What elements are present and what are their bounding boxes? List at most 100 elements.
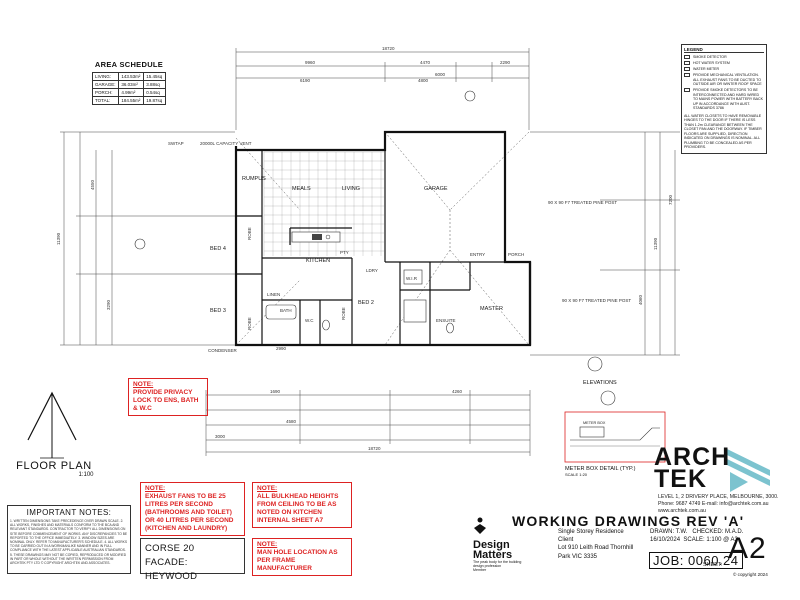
company-address: LEVEL 1, 2 DRIVERY PLACE, MELBOURNE, 300… (658, 494, 779, 500)
dim-top-c: 2290 (500, 60, 511, 65)
floor-plan-scale: 1:100 (78, 472, 94, 478)
label-post-1: 90 X 90 F7 TREATED PINE POST (548, 200, 617, 205)
area-cell-m2: 184.55m² (118, 96, 145, 105)
room-bed3: BED 3 (210, 308, 226, 314)
legend-title: LEGEND (684, 47, 764, 53)
area-cell-m2: 36.03m² (118, 80, 145, 89)
elevation-markers (134, 90, 616, 406)
note-privacy-lock: NOTE: PROVIDE PRIVACY LOCK TO ENS, BATH … (128, 378, 208, 416)
floor-plan-title: FLOOR PLAN 1:100 (6, 460, 102, 478)
drawing-status: WORKING DRAWINGS REV 'A' (512, 513, 745, 529)
area-schedule-title: AREA SCHEDULE (94, 60, 164, 69)
dim-3000: 3000 (215, 434, 226, 439)
legend: LEGEND SMOKE DETECTOR HOT WATER SYSTEM W… (681, 44, 767, 154)
company-website: www.archtek.com.au (658, 508, 706, 514)
project-type: Single Storey Residence (558, 529, 624, 535)
design-matters-logo-icon (474, 517, 486, 534)
area-cell-name: PORCH: (91, 88, 120, 97)
room-robe-2: ROBE (247, 317, 252, 330)
water-meter-icon (684, 67, 690, 71)
north-arrow-icon (27, 391, 77, 459)
sheet-number: A2 (728, 532, 767, 565)
design-name: CORSE 20 (145, 543, 195, 554)
drawing-date: 16/10/2024 (650, 537, 681, 544)
legend-item: PROVIDE MECHANICAL VENTILATION. ALL EXHA… (684, 73, 764, 87)
legend-item: SMOKE DETECTOR (684, 55, 764, 60)
sheet-label: SHEET: (703, 562, 723, 568)
area-cell-sq: 19.87sq (143, 96, 166, 105)
meter-box-sketch: METER BOX (564, 411, 666, 463)
company-contact: Phone: 9687 4749 E-mail: info@archtek.co… (658, 501, 769, 507)
dim-left-total: 11390 (56, 232, 61, 245)
elevations-label: ELEVATIONS (583, 380, 617, 386)
copyright: © copyright 2024 (733, 572, 768, 577)
dim-overall-bottom: 18720 (368, 446, 381, 451)
project-lot: Lot 910 Leith Road Thornhill (558, 545, 634, 552)
dim-garage-opening: 4800 (418, 78, 429, 83)
exhaust-fan-icon (684, 73, 690, 77)
room-wir: W.I.R (406, 276, 418, 281)
dim-overall-top: 18720 (382, 46, 395, 51)
room-living: LIVING (342, 186, 360, 192)
checked-by: CHECKED: M.A.D. (692, 529, 744, 535)
label-capacity-vent: 20000L CAPACITY VENT (200, 141, 252, 146)
meter-box-caption: METER BOX DETAIL (TYP.) SCALE 1:20 (565, 466, 635, 477)
room-rumpus: RUMPUS (242, 176, 266, 182)
bottom-dimension-chain: 18720 1690 4260 3000 4580 2990 (205, 346, 531, 456)
left-dimension-chain: 11390 4550 3290 (56, 131, 235, 346)
dim-garage-w: 6000 (435, 72, 446, 77)
note-bulkhead: NOTE: ALL BULKHEAD HEIGHTS FROM CEILING … (252, 482, 352, 528)
area-cell-m2: 143.53m² (118, 72, 145, 81)
room-robe-3: ROBE (341, 307, 346, 320)
drawing-scale: SCALE: 1:100 @ A3 (683, 537, 738, 544)
area-cell-sq: 0.54sq (143, 88, 166, 97)
internal-walls (236, 150, 530, 345)
area-cell-sq: 15.45sq (143, 72, 166, 81)
room-entry: ENTRY (470, 252, 485, 257)
important-notes: IMPORTANT NOTES: 1. WRITTEN DIMENSIONS T… (7, 505, 131, 574)
important-notes-body: 1. WRITTEN DIMENSIONS TAKE PRECEDENCE OV… (10, 519, 128, 566)
smoke-alarm-icon (684, 88, 690, 92)
note-exhaust-fans: NOTE: EXHAUST FANS TO BE 25 LITRES PER S… (140, 482, 245, 536)
area-cell-name: LIVING: (91, 72, 120, 81)
room-garage: GARAGE (424, 186, 448, 192)
dim-4550-left: 4550 (90, 179, 95, 190)
wet-area-fixtures (265, 269, 454, 334)
room-porch: PORCH (508, 252, 524, 257)
room-ldry: LDRY (366, 268, 378, 273)
project-client: Client (558, 537, 574, 544)
room-kitchen: KITCHEN (306, 258, 330, 264)
meter-box-scale: SCALE 1:20 (565, 472, 588, 477)
room-ensuite: ENSUITE (436, 318, 456, 323)
floor-plan-label: FLOOR PLAN (16, 460, 92, 472)
legend-item: WATER METER (684, 67, 764, 72)
company-logo-text: ARCH TEK (654, 443, 731, 493)
facade-name: FACADE: HEYWOOD (145, 557, 198, 582)
room-bath: BATH (280, 308, 292, 313)
drawing-meta: DRAWN: T.W. CHECKED: M.A.D. 16/10/2024 S… (650, 528, 743, 544)
top-dimension-chain: 18720 9960 4470 2290 6190 6000 4800 (235, 46, 530, 130)
smoke-detector-icon (684, 55, 690, 59)
room-wc: W.C (305, 318, 314, 323)
drawn-by: DRAWN: T.W. (650, 529, 688, 535)
archtek-logo-icon (725, 448, 770, 492)
dim-1690: 1690 (270, 389, 281, 394)
legend-item: HOT WATER SYSTEM (684, 61, 764, 66)
label-post-2: 90 X 90 F7 TREATED PINE POST (562, 298, 631, 303)
label-swtap: SWTAP (168, 141, 184, 146)
dim-4260: 4260 (452, 389, 463, 394)
project-suburb: Park VIC 3335 (558, 553, 598, 560)
right-dimension-chain: 11390 7200 4060 (530, 131, 680, 356)
design-name-box: CORSE 20 FACADE: HEYWOOD (140, 538, 245, 582)
area-cell-name: GARAGE: (91, 80, 120, 89)
dim-4060: 4060 (638, 294, 643, 305)
room-linen: LINEN (267, 292, 280, 297)
area-cell-m2: 4.99m² (118, 88, 145, 97)
